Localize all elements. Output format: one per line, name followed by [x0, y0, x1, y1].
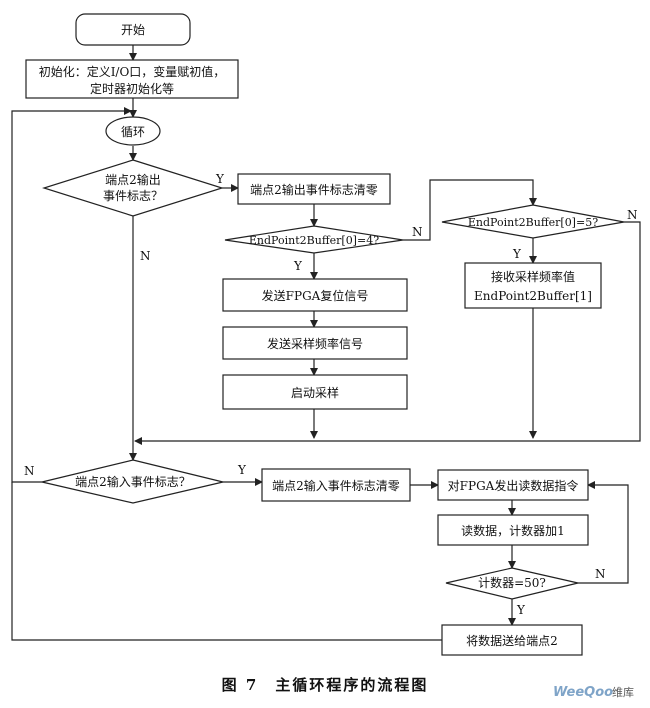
decision-eq4: EndPoint2Buffer[0]=4?	[224, 225, 404, 254]
decision-ep2-in: 端点2输入事件标志？	[41, 459, 224, 504]
watermark-brand: WeeQoo	[553, 685, 613, 700]
clear-in-label: 端点2输入事件标志清零	[272, 478, 400, 493]
read-data-box: 读数据，计数器加1	[437, 514, 589, 546]
read-cmd-box: 对FPGA发出读数据指令	[437, 469, 589, 501]
recv-rate-line2: EndPoint2Buffer[1]	[474, 289, 592, 303]
start-label: 开始	[121, 23, 145, 37]
read-data-label: 读数据，计数器加1	[461, 523, 565, 538]
watermark-suffix: 维库	[612, 686, 634, 699]
recv-rate-line1: 接收采样频率值	[491, 269, 575, 284]
reset-fpga-label: 发送FPGA复位信号	[262, 288, 369, 303]
label-y-eq4: Y	[293, 259, 303, 273]
init-box: 初始化：定义I/O口，变量赋初值， 定时器初始化等	[25, 59, 239, 99]
decision-ep2-out-line1: 端点2输出	[105, 172, 161, 187]
clear-out-box: 端点2输出事件标志清零	[237, 173, 391, 205]
label-y-ep2-out: Y	[215, 172, 225, 186]
start-sample-box: 启动采样	[222, 374, 408, 410]
recv-rate-box: 接收采样频率值 EndPoint2Buffer[1]	[464, 262, 602, 309]
start-node: 开始	[75, 13, 191, 46]
decision-eq4-label: EndPoint2Buffer[0]=4?	[249, 234, 379, 247]
label-y-counter: Y	[516, 603, 526, 617]
decision-ep2-in-label: 端点2输入事件标志？	[75, 474, 191, 489]
branch-labels: Y N N Y N Y N Y N Y	[24, 172, 638, 617]
loop-label: 循环	[121, 125, 145, 139]
clear-out-label: 端点2输出事件标志清零	[250, 182, 378, 197]
init-label-line1: 初始化：定义I/O口，变量赋初值，	[39, 64, 226, 79]
label-n-eq4: N	[412, 225, 423, 239]
read-cmd-label: 对FPGA发出读数据指令	[448, 478, 579, 493]
decision-eq5: EndPoint2Buffer[0]=5?	[441, 204, 625, 239]
reset-fpga-box: 发送FPGA复位信号	[222, 278, 408, 312]
decision-counter-label: 计数器=50?	[478, 575, 546, 590]
edge-din-no-loop	[11, 107, 132, 483]
figure-caption: 图 7 主循环程序的流程图	[222, 676, 429, 694]
edge-send-back	[11, 482, 442, 641]
send-rate-box: 发送采样频率信号	[222, 326, 408, 360]
clear-in-box: 端点2输入事件标志清零	[261, 468, 411, 502]
loop-node: 循环	[105, 116, 161, 146]
init-label-line2: 定时器初始化等	[90, 81, 174, 96]
decision-eq5-label: EndPoint2Buffer[0]=5?	[468, 216, 598, 229]
decision-ep2-out-line2: 事件标志？	[103, 189, 163, 203]
send-ep2-label: 将数据送给端点2	[466, 633, 558, 648]
connectors	[11, 45, 641, 641]
edge-cnt-no	[578, 481, 629, 584]
send-ep2-box: 将数据送给端点2	[441, 624, 583, 656]
label-y-ep2-in: Y	[237, 463, 247, 477]
label-n-ep2-out: N	[140, 249, 151, 263]
start-sample-label: 启动采样	[291, 385, 339, 400]
send-rate-label: 发送采样频率信号	[267, 336, 363, 351]
edge-d4-no	[403, 179, 537, 241]
label-y-eq5: Y	[512, 247, 522, 261]
decision-counter: 计数器=50?	[445, 567, 579, 600]
edge-d5-no-merge	[134, 221, 641, 445]
label-n-eq5: N	[627, 208, 638, 222]
label-n-counter: N	[595, 567, 606, 581]
label-n-ep2-in: N	[24, 464, 35, 478]
decision-ep2-out: 端点2输出 事件标志？	[42, 159, 224, 217]
